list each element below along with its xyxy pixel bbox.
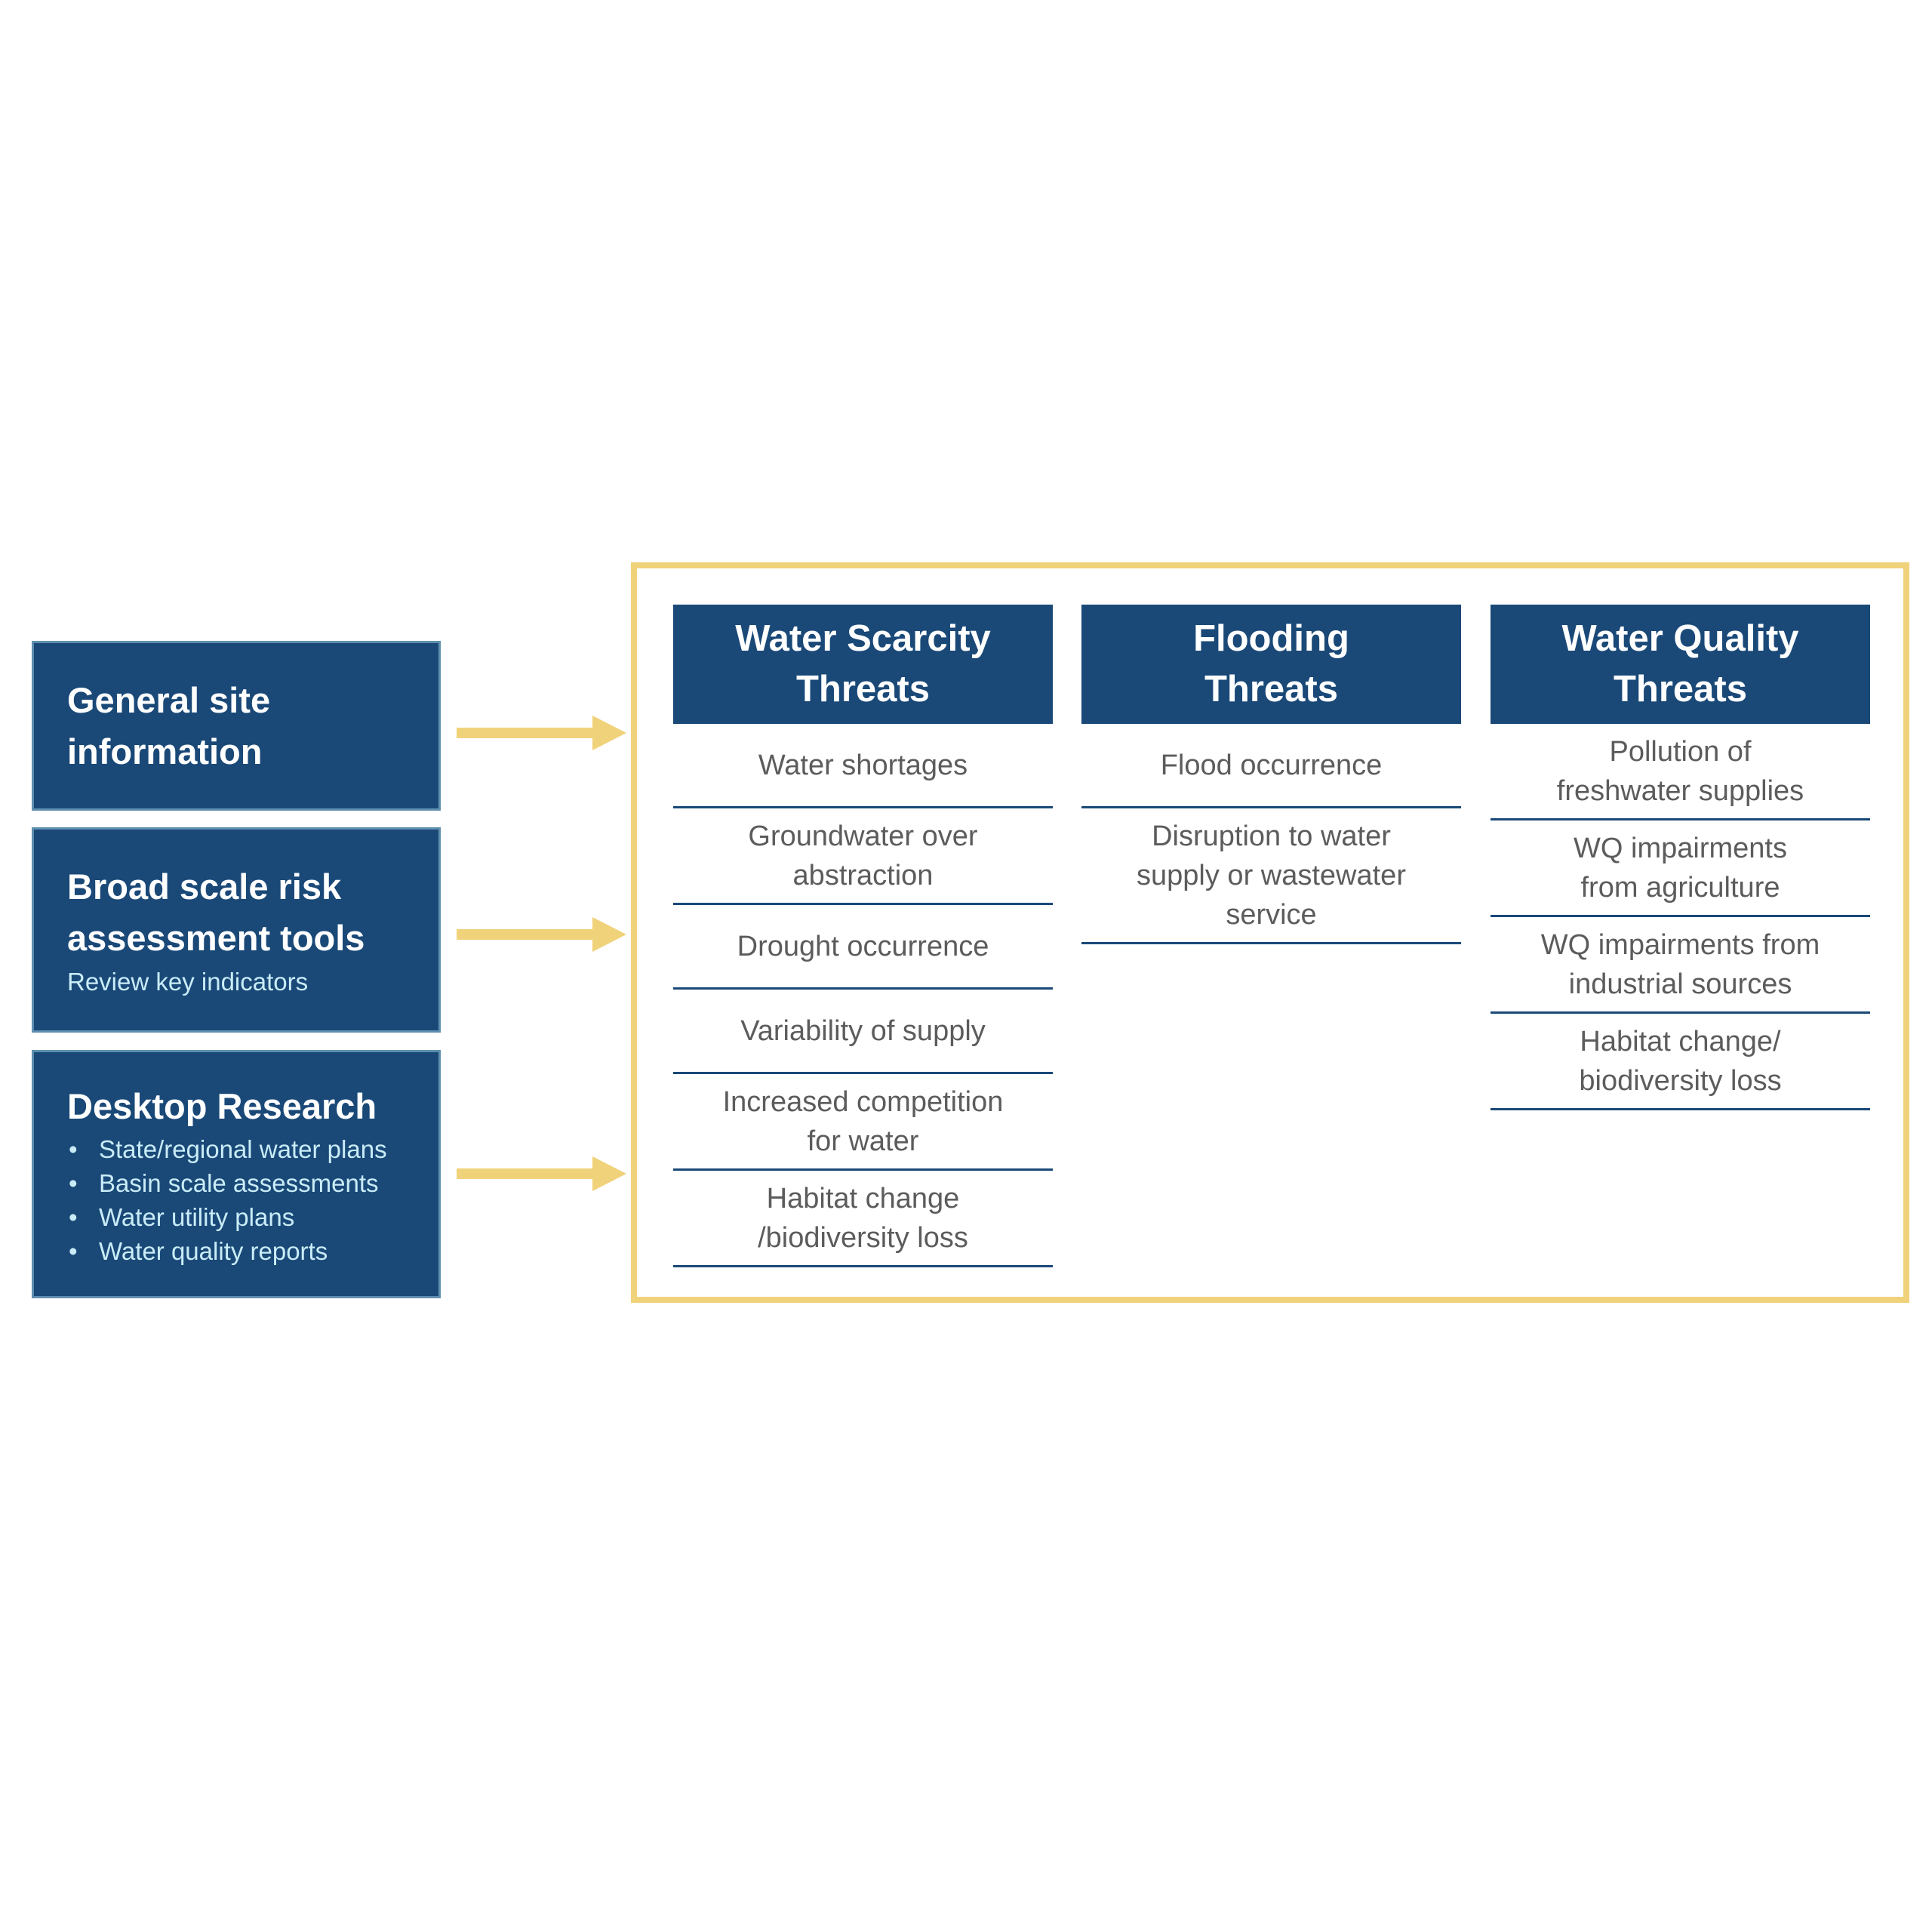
desktop-research-item: • Water quality reports [67,1234,438,1268]
desktop-research-item-label: State/regional water plans [99,1135,387,1163]
threat-item: Water shortages [673,724,1053,808]
threat-item: Habitat change /biodiversity loss [673,1171,1053,1267]
broad-scale-risk-tools-box: Broad scale risk assessment tools Review… [32,827,441,1033]
threat-item: Drought occurrence [673,905,1053,990]
water-scarcity-column: Water Scarcity Threats Water shortages G… [673,605,1053,1267]
desktop-research-item: • State/regional water plans [67,1132,438,1166]
flooding-column: Flooding Threats Flood occurrence Disrup… [1081,605,1461,944]
water-quality-column: Water Quality Threats Pollution of fresh… [1491,605,1870,1110]
general-site-information-box: General site information [32,641,441,811]
bullet-icon: • [69,1135,78,1163]
threat-item: Increased competition for water [673,1074,1053,1171]
arrow-right-icon [457,917,626,952]
desktop-research-list: • State/regional water plans • Basin scale… [67,1132,438,1268]
desktop-research-item-label: Water quality reports [99,1237,328,1265]
threat-categories-frame [631,562,1909,1303]
bullet-icon: • [69,1203,78,1231]
threat-item: Habitat change/ biodiversity loss [1491,1014,1870,1110]
desktop-research-item: • Water utility plans [67,1200,438,1234]
water-scarcity-header: Water Scarcity Threats [673,605,1053,724]
water-quality-header: Water Quality Threats [1491,605,1870,724]
desktop-research-item-label: Basin scale assessments [99,1169,379,1197]
bullet-icon: • [69,1237,78,1265]
arrow-right-icon [457,716,626,750]
desktop-research-item: • Basin scale assessments [67,1166,438,1200]
desktop-research-title: Desktop Research [67,1086,377,1126]
desktop-research-box: Desktop Research • State/regional water p… [32,1050,441,1298]
threat-item: WQ impairments from agriculture [1491,820,1870,917]
threat-item: Pollution of freshwater supplies [1491,724,1870,820]
broad-scale-risk-tools-title: Broad scale risk assessment tools [67,867,365,958]
threat-item: Disruption to water supply or wastewater… [1081,808,1461,944]
bullet-icon: • [69,1169,78,1197]
threat-item: Variability of supply [673,990,1053,1074]
flooding-header: Flooding Threats [1081,605,1461,724]
desktop-research-item-label: Water utility plans [99,1203,295,1231]
threat-item: Flood occurrence [1081,724,1461,808]
broad-scale-risk-tools-subtitle: Review key indicators [67,968,309,996]
threat-item: WQ impairments from industrial sources [1491,917,1870,1014]
general-site-information-title: General site information [67,679,271,771]
arrow-right-icon [457,1156,626,1191]
threat-item: Groundwater over abstraction [673,808,1053,905]
